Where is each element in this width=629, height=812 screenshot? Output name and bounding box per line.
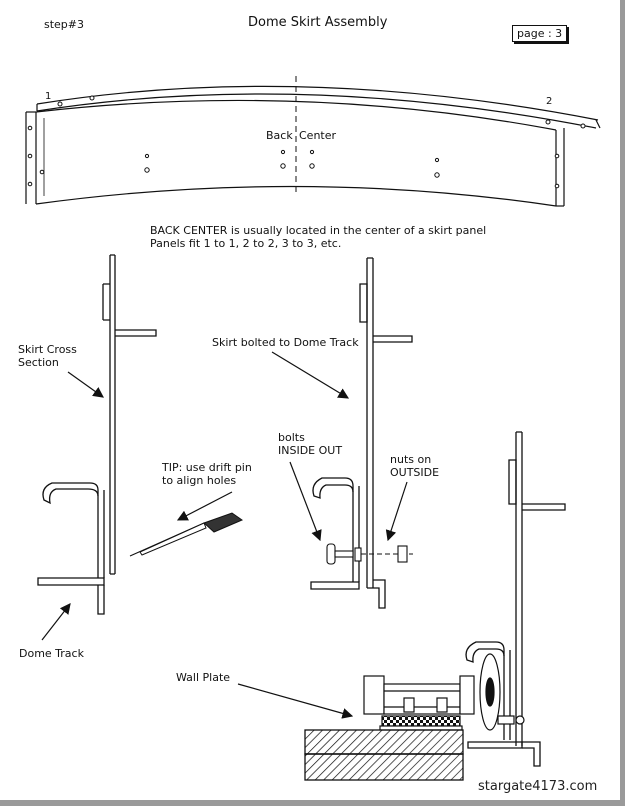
drift-pin <box>129 512 244 557</box>
arrow-tip <box>176 491 233 521</box>
wall-plate-label: Wall Plate <box>176 671 231 684</box>
panels-fit-note: Panels fit 1 to 1, 2 to 2, 3 to 3, etc. <box>150 237 342 250</box>
back-center-note: BACK CENTER is usually located in the ce… <box>150 224 487 237</box>
bolts-inside-out-label: bolts INSIDE OUT <box>278 431 343 457</box>
panel-number-1: 1 <box>45 91 52 102</box>
arrow-bolts <box>289 461 322 542</box>
center-label: Center <box>299 129 337 142</box>
panel-number-2: 2 <box>546 96 553 107</box>
skirt-bolted-label: Skirt bolted to Dome Track <box>212 336 359 349</box>
dome-track-label: Dome Track <box>19 647 84 660</box>
panel-holes <box>27 95 586 189</box>
wheel-bracket <box>363 675 475 731</box>
arrow-skirt-cs <box>67 371 104 398</box>
skirt-panel-drawing <box>25 76 601 207</box>
nuts-outside-label: nuts on OUTSIDE <box>390 453 440 479</box>
arrow-bolted <box>271 351 350 399</box>
wall-plate <box>304 729 464 781</box>
cross-section-left <box>37 254 157 615</box>
page-title: Dome Skirt Assembly <box>248 15 388 30</box>
arrow-nuts <box>385 481 408 542</box>
bolt-and-nut <box>326 543 413 565</box>
arrow-wall-plate <box>237 683 354 719</box>
step-label: step#3 <box>44 18 85 31</box>
roller-wheel <box>479 653 525 731</box>
site-watermark: stargate4173.com <box>478 779 598 794</box>
cross-section-middle <box>310 257 413 609</box>
drift-pin-tip-label: TIP: use drift pin to align holes <box>162 461 252 487</box>
back-label: Back <box>266 129 293 142</box>
arrow-dome-track <box>41 603 71 641</box>
skirt-cross-section-label: Skirt Cross Section <box>18 343 77 369</box>
page-number-box: page : 3 <box>512 25 568 42</box>
cross-section-right <box>465 431 566 767</box>
